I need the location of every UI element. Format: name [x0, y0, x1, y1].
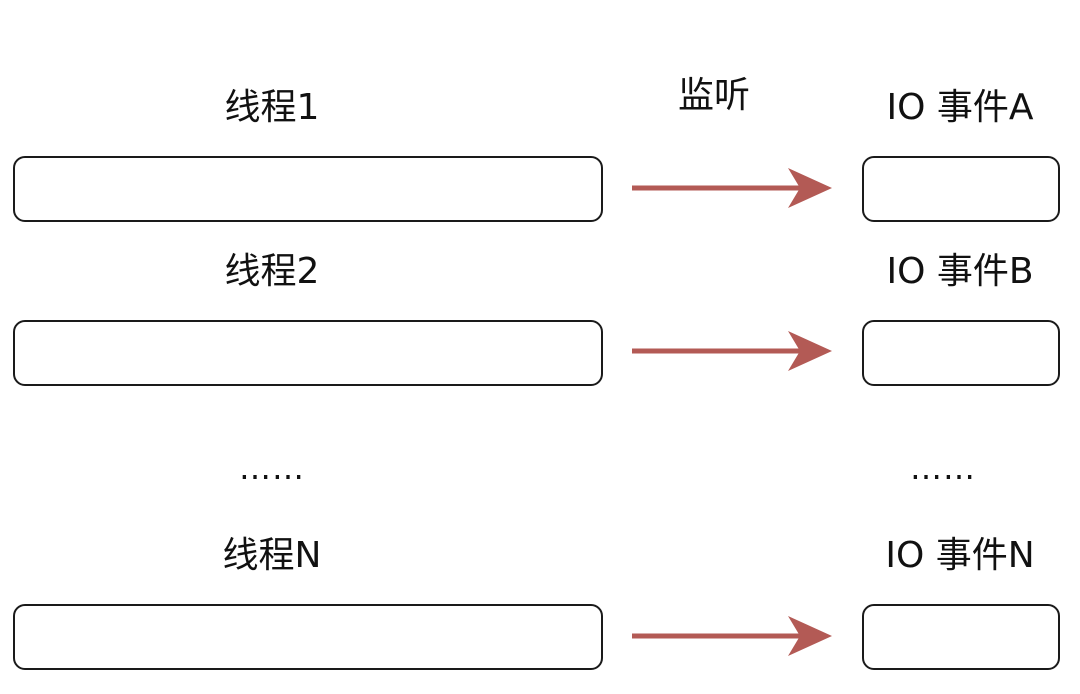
thread-ellipsis: ……	[239, 449, 305, 487]
arrow-n	[632, 616, 832, 656]
event-label-n: IO 事件N	[885, 535, 1035, 576]
event-ellipsis: ……	[910, 449, 976, 487]
thread-box-1	[13, 156, 603, 222]
thread-box-2	[13, 320, 603, 386]
event-box-a	[862, 156, 1060, 222]
thread-label-n: 线程N	[222, 535, 322, 576]
event-label-b: IO 事件B	[886, 251, 1034, 292]
arrow-1	[632, 168, 832, 208]
event-box-n	[862, 604, 1060, 670]
event-box-b	[862, 320, 1060, 386]
thread-box-n	[13, 604, 603, 670]
thread-label-1: 线程1	[224, 87, 320, 128]
event-label-a: IO 事件A	[886, 87, 1034, 128]
arrow-2	[632, 331, 832, 371]
monitor-label: 监听	[677, 75, 751, 116]
thread-label-2: 线程2	[224, 251, 320, 292]
